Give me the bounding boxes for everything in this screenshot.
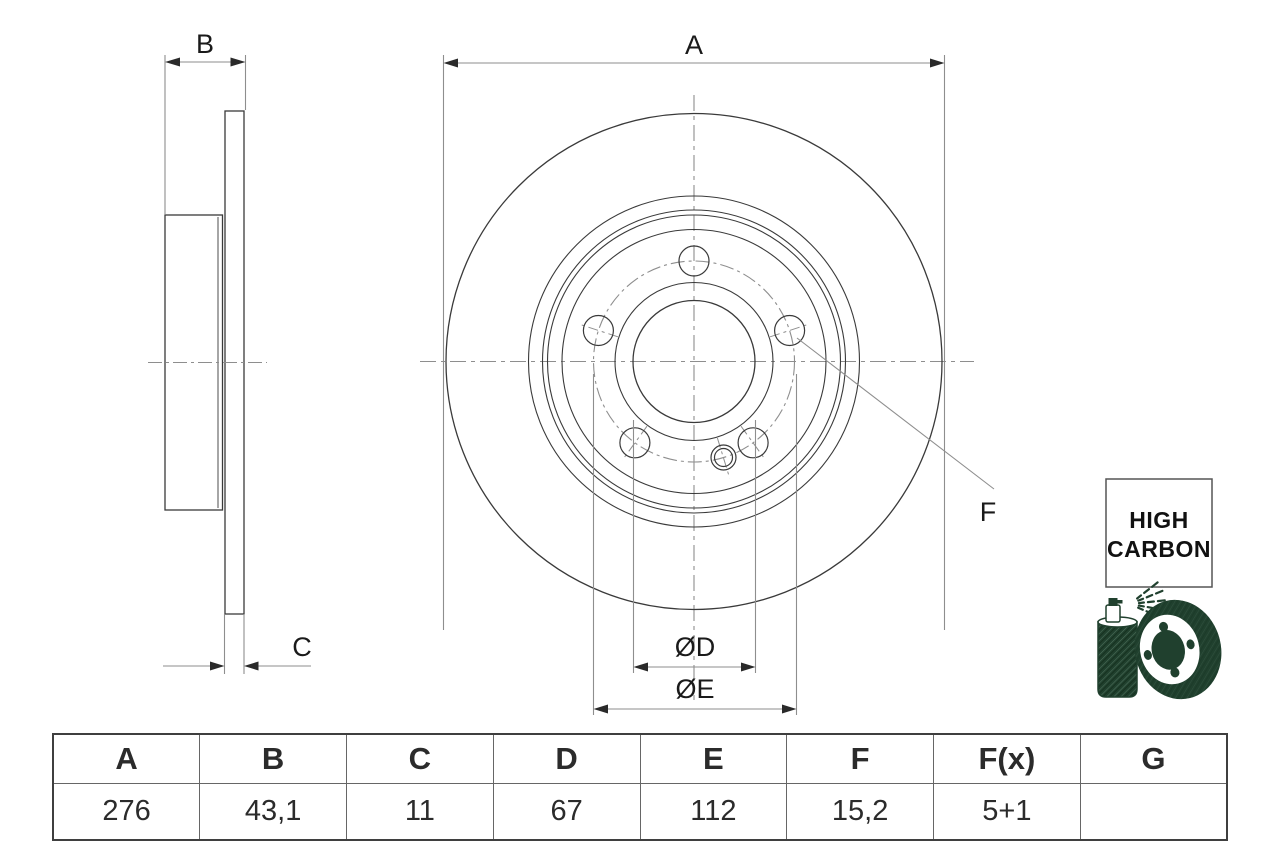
value-c: 11: [346, 783, 494, 841]
dim-a: [442, 55, 946, 630]
dim-d: [632, 420, 757, 673]
front-view: A: [420, 30, 996, 715]
disc-bolt-hole: [1143, 650, 1152, 660]
dim-b-arrow-right: [230, 57, 246, 67]
disc-bolt-hole: [1170, 667, 1180, 678]
dim-d-arrow-left: [633, 662, 648, 672]
disc-hub: [1151, 630, 1185, 670]
bolt-circle-centerline: [592, 260, 796, 463]
dimension-table: A B C D E F F(x) G 276 43,1 11 67 112 15…: [52, 733, 1228, 841]
dim-c-arrow-left: [210, 661, 225, 671]
badge-line1: HIGH: [1129, 507, 1189, 533]
center-bore-circle: [632, 299, 756, 424]
dim-c-arrow-right: [244, 661, 259, 671]
hub-pilot-circle: [614, 281, 774, 442]
table-header-row: A B C D E F F(x) G: [52, 733, 1228, 784]
dim-e: [592, 374, 798, 715]
side-view: B C: [148, 29, 312, 674]
dim-a-arrow-right: [930, 58, 945, 68]
dim-e-label: ØE: [675, 674, 714, 704]
disc-bolt-hole: [1186, 639, 1195, 650]
col-header-e: E: [639, 733, 788, 784]
dim-f-label: F: [980, 497, 997, 527]
hat-outer-circle: [541, 209, 847, 514]
spray-can-cap: [1105, 604, 1121, 623]
value-d: 67: [492, 783, 641, 841]
value-f: 15,2: [786, 783, 934, 841]
col-header-fx: F(x): [933, 733, 1081, 784]
bolt-hole: [678, 245, 710, 277]
technical-drawing: B C A: [148, 29, 1222, 715]
hub-face-circle: [561, 228, 827, 495]
disc-bolt-hole: [1158, 621, 1169, 632]
spray-coating-disc-icon: [1097, 581, 1222, 700]
bolt-hole: [582, 314, 615, 347]
badge-line2: CARBON: [1107, 536, 1211, 562]
value-fx: 5+1: [933, 783, 1081, 841]
col-header-c: C: [346, 733, 494, 784]
badge-box: [1105, 478, 1213, 588]
dim-a-label: A: [685, 30, 703, 60]
col-header-f: F: [786, 733, 934, 784]
bolt-hole: [773, 314, 806, 347]
bolt-hole: [619, 427, 651, 459]
bolt-hole: [737, 427, 769, 459]
col-header-g: G: [1079, 733, 1228, 784]
dim-c: [163, 614, 311, 674]
dim-b-label: B: [196, 29, 214, 59]
dim-c-label: C: [292, 632, 312, 662]
dim-e-arrow-right: [782, 704, 797, 714]
pin-hole-inner: [713, 447, 734, 468]
pin-hole-outer: [710, 444, 737, 471]
value-a: 276: [52, 783, 201, 841]
dim-d-arrow-right: [741, 662, 756, 672]
value-g: [1079, 783, 1228, 841]
value-e: 112: [639, 783, 788, 841]
col-header-b: B: [199, 733, 347, 784]
high-carbon-badge: HIGH CARBON: [1105, 478, 1213, 588]
brake-disc-drawing-svg: B C A: [148, 29, 1222, 715]
dim-a-arrow-left: [443, 58, 458, 68]
friction-surface-inner-circle: [527, 195, 861, 528]
spray-nozzle-icon: [1108, 598, 1118, 606]
hat-inner-circle: [546, 214, 842, 509]
spray-can-body: [1097, 621, 1138, 698]
col-header-d: D: [492, 733, 641, 784]
table-value-row: 276 43,1 11 67 112 15,2 5+1: [52, 783, 1228, 841]
dim-f-leader: [796, 337, 995, 490]
spray-nozzle-tip: [1117, 600, 1123, 604]
coated-disc: [1134, 599, 1222, 700]
dim-b-arrow-left: [165, 57, 180, 67]
bolt-holes: [582, 245, 806, 471]
dim-d-label: ØD: [675, 632, 716, 662]
dim-e-arrow-left: [593, 704, 608, 714]
value-b: 43,1: [199, 783, 347, 841]
col-header-a: A: [52, 733, 201, 784]
disc-circles: [445, 112, 943, 611]
outer-diameter-circle: [445, 112, 943, 611]
